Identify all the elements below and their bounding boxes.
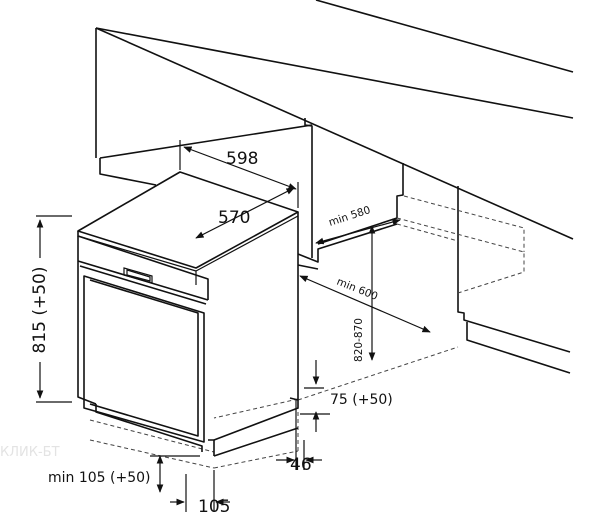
depth-label: 570 — [218, 208, 250, 228]
niche-outline — [89, 195, 525, 469]
control-display — [123, 267, 153, 284]
width-label: 598 — [226, 149, 258, 169]
countertop — [95, 0, 574, 374]
foot-depth-label: 105 — [198, 497, 230, 517]
niche-width-label: min 600 — [335, 276, 380, 303]
niche-height-label: 820-870 — [353, 318, 365, 362]
dishwasher-body — [77, 171, 299, 457]
foot-offset-label: min 105 (+50) — [48, 470, 151, 486]
watermark-text: КЛИК-БТ — [0, 445, 60, 460]
plinth-depth-label: 46 — [290, 455, 312, 475]
plinth-height-label: 75 (+50) — [330, 392, 393, 408]
niche-depth-label: min 580 — [327, 204, 372, 229]
height-label: 815 (+50) — [30, 267, 50, 354]
dimension-lines — [36, 140, 431, 512]
